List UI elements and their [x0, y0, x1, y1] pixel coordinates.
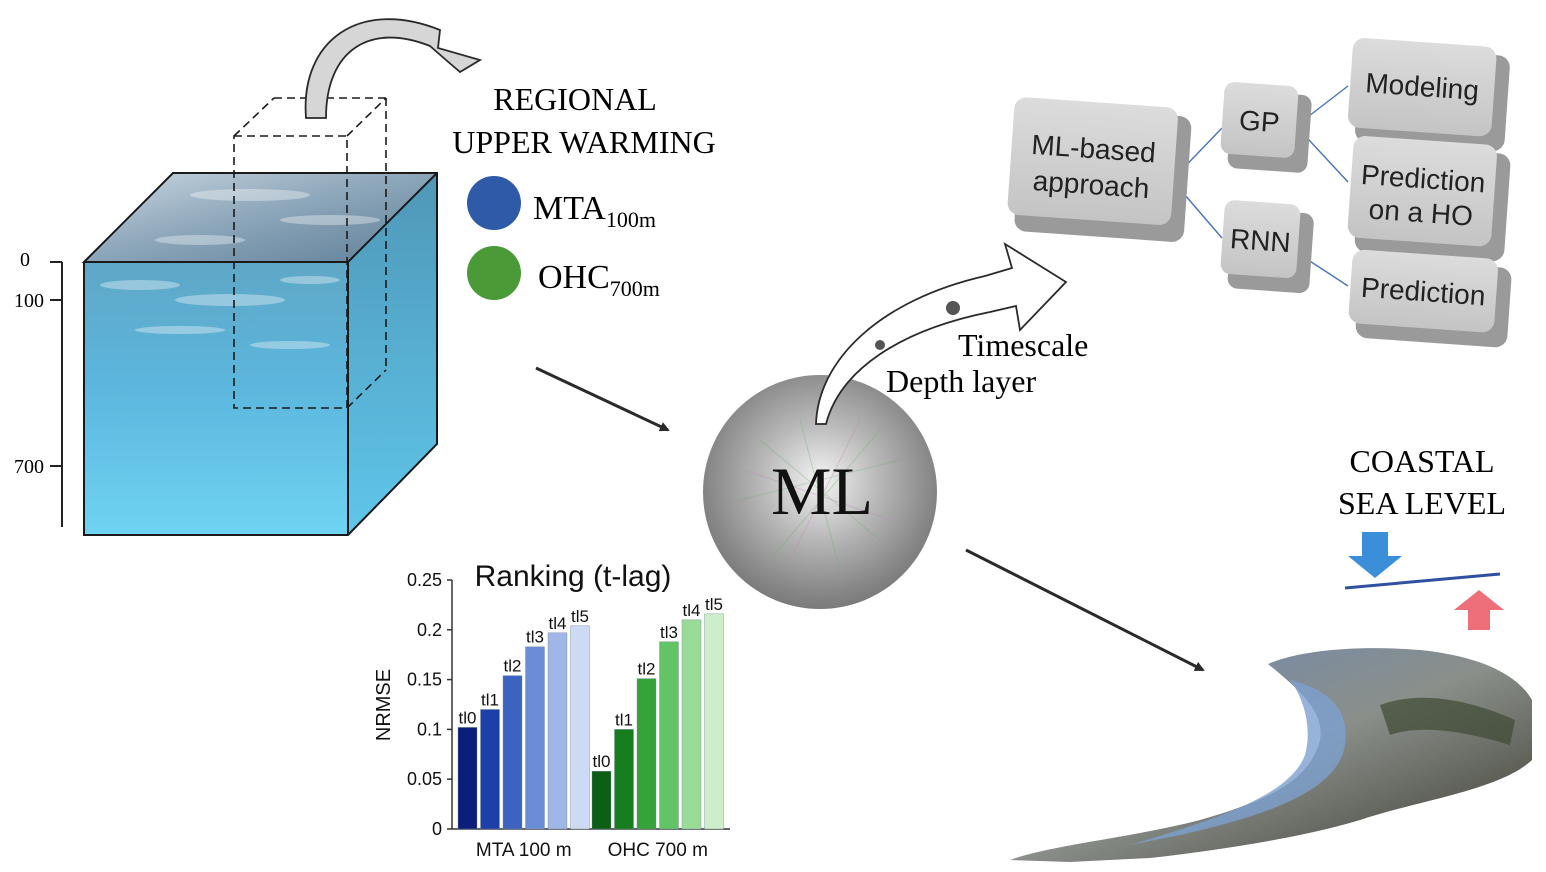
- approach-tree: ML-based approach GP RNN Modeling Predic…: [1007, 38, 1512, 348]
- coastline-image: [1010, 648, 1532, 862]
- sea-level-line: [1344, 572, 1501, 590]
- coastal-panel: COASTAL SEA LEVEL: [1010, 443, 1532, 862]
- y-tick-label: 0.05: [407, 769, 442, 789]
- coastal-title-line1: COASTAL: [1350, 443, 1495, 479]
- ocean-cube: [81, 172, 438, 536]
- bar-ohc-tl0: [591, 771, 612, 830]
- chart-y-ticks: 0 0.05 0.1 0.15 0.2 0.25: [407, 570, 452, 839]
- output-modeling-box: Modeling: [1348, 38, 1510, 152]
- y-tick-label: 0.1: [417, 719, 442, 739]
- bar-label-tl2: tl2: [504, 657, 522, 676]
- ranking-bar-chart: Ranking (t-lag) NRMSE 0 0.05 0.1 0.15 0.2 0.2…: [373, 560, 730, 861]
- extract-arrow: [304, 18, 483, 119]
- chart-title: Ranking (t-lag): [475, 560, 672, 593]
- depth-tick-100: 100: [14, 290, 44, 312]
- bar-label-tl3: tl3: [660, 623, 678, 642]
- warming-title-line1: REGIONAL: [493, 81, 657, 117]
- timescale-label: Timescale: [958, 327, 1088, 363]
- ohc-legend-dot: [467, 246, 521, 300]
- bar-mta-tl0: [457, 727, 478, 830]
- method-rnn-box: RNN: [1220, 200, 1314, 293]
- sea-level-up-arrow: [1454, 590, 1504, 630]
- depth-axis: 0 100 700: [14, 249, 63, 527]
- bar-ohc-tl5: [704, 613, 724, 830]
- bar-mta-tl2: [502, 675, 523, 830]
- approach-root-box: ML-based approach: [1007, 97, 1192, 242]
- bar-label-tl3: tl3: [526, 628, 544, 647]
- output-prediction-box: Prediction: [1348, 249, 1512, 348]
- bar-label-tl1: tl1: [481, 690, 499, 709]
- depth-tick-700: 700: [14, 456, 44, 478]
- output-prediction-ho-line2: on a HO: [1368, 193, 1474, 231]
- ml-label: ML: [771, 453, 873, 529]
- sea-level-down-arrow: [1348, 532, 1402, 578]
- dashed-column: [233, 97, 387, 409]
- method-gp-label: GP: [1238, 105, 1281, 139]
- y-tick-label: 0.2: [417, 620, 442, 640]
- bar-label-tl0: tl0: [459, 708, 477, 727]
- ocean-cube-side: [348, 173, 437, 535]
- depth-layer-label: Depth layer: [886, 363, 1037, 399]
- ml-output-arrow: Timescale Depth layer: [815, 241, 1088, 425]
- bar-ohc-tl1: [614, 729, 634, 830]
- bar-mta-tl4: [547, 632, 568, 830]
- arrow-to-coast: [965, 548, 1205, 672]
- warming-legend: REGIONAL UPPER WARMING MTA100m OHC700m: [452, 81, 715, 301]
- chart-ylabel: NRMSE: [373, 669, 395, 741]
- bar-mta-tl3: [525, 646, 545, 830]
- bar-label-tl2: tl2: [638, 660, 656, 679]
- chart-group-labels: MTA 100 m OHC 700 m: [476, 840, 708, 861]
- arrow-to-ml: [535, 366, 670, 432]
- ohc-legend-label: OHC700m: [538, 259, 660, 301]
- bar-ohc-tl3: [659, 641, 679, 830]
- ocean-cube-front: [84, 262, 348, 535]
- bar-label-tl5: tl5: [705, 595, 723, 614]
- bar-label-tl4: tl4: [549, 614, 567, 633]
- y-tick-label: 0: [432, 819, 442, 839]
- output-prediction-ho-box: Prediction on a HO: [1347, 136, 1511, 262]
- bar-label-tl0: tl0: [593, 752, 611, 771]
- method-rnn-label: RNN: [1229, 223, 1292, 258]
- bar-mta-tl5: [570, 625, 590, 830]
- warming-title-line2: UPPER WARMING: [452, 124, 715, 160]
- depth-tick-0: 0: [20, 249, 30, 271]
- coastal-title-line2: SEA LEVEL: [1338, 485, 1506, 521]
- ml-sphere: ML: [703, 375, 937, 609]
- mta-legend-label: MTA100m: [533, 190, 656, 232]
- mta-legend-dot: [467, 176, 521, 230]
- y-tick-label: 0.25: [407, 570, 442, 590]
- bar-label-tl5: tl5: [571, 607, 589, 626]
- group-label-1: OHC 700 m: [608, 840, 708, 861]
- group-label-0: MTA 100 m: [476, 840, 572, 861]
- bar-label-tl4: tl4: [683, 601, 701, 620]
- bar-ohc-tl4: [681, 619, 702, 830]
- bar-ohc-tl2: [636, 678, 657, 830]
- bar-mta-tl1: [480, 709, 500, 830]
- bar-label-tl1: tl1: [615, 710, 633, 729]
- y-tick-label: 0.15: [407, 670, 442, 690]
- ocean-cube-top: [84, 173, 437, 262]
- method-gp-box: GP: [1220, 82, 1312, 173]
